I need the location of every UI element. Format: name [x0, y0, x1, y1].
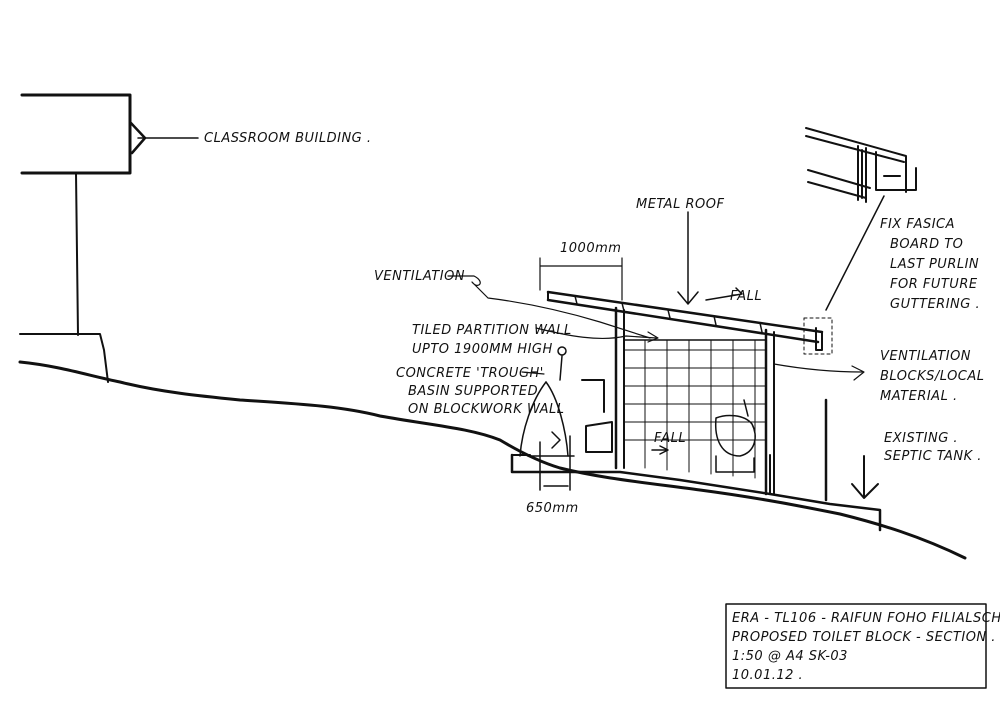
label-tiled-wall-line1: TILED PARTITION WALL	[412, 323, 572, 338]
label-fascia-line1: FIX FASICA	[880, 217, 955, 232]
title-line2: PROPOSED TOILET BLOCK - SECTION .	[732, 630, 996, 645]
title-line3: 1:50 @ A4 SK-03	[732, 649, 848, 664]
label-ventilation-right-line1: VENTILATION	[880, 349, 971, 364]
label-ventilation-right-line2: BLOCKS/LOCAL	[880, 369, 985, 384]
label-dim-1000mm: 1000mm	[560, 241, 621, 256]
title-line1: ERA - TL106 - RAIFUN FOHO FILIALSCHOOL	[732, 611, 1000, 626]
label-fall-roof: FALL	[730, 289, 762, 304]
toilet-walls	[614, 306, 775, 496]
label-fall-floor: FALL	[654, 431, 686, 446]
leader-lines	[447, 211, 865, 455]
label-ventilation-left: VENTILATION	[374, 269, 465, 284]
title-block: ERA - TL106 - RAIFUN FOHO FILIALSCHOOL P…	[725, 603, 1000, 689]
label-fascia-line5: GUTTERING .	[890, 297, 980, 312]
label-trough-line2: BASIN SUPPORTED	[408, 384, 538, 399]
label-ventilation-right-line3: MATERIAL .	[880, 389, 958, 404]
label-trough-line1: CONCRETE 'TROUGH'	[396, 366, 544, 381]
ground-line	[18, 360, 967, 560]
label-fascia-line2: BOARD TO	[890, 237, 963, 252]
label-classroom-building: CLASSROOM BUILDING .	[204, 131, 372, 146]
foundation	[510, 453, 882, 532]
title-line4: 10.01.12 .	[732, 668, 803, 683]
label-trough-line3: ON BLOCKWORK WALL	[408, 402, 565, 417]
label-dim-650mm: 650mm	[526, 501, 579, 516]
annotations: CLASSROOM BUILDING . METAL ROOF 1000mm V…	[204, 131, 985, 516]
label-metal-roof: METAL ROOF	[636, 197, 724, 212]
septic-tank	[824, 398, 879, 502]
label-fascia-line3: LAST PURLIN	[890, 257, 979, 272]
trough-basin	[519, 346, 613, 491]
fascia-detail	[803, 127, 917, 355]
label-tiled-wall-line2: UPTO 1900MM HIGH	[412, 342, 553, 357]
label-septic-line2: SEPTIC TANK .	[884, 449, 982, 464]
label-septic-line1: EXISTING .	[884, 431, 958, 446]
label-fascia-line4: FOR FUTURE	[890, 277, 978, 292]
classroom-building	[19, 93, 199, 383]
